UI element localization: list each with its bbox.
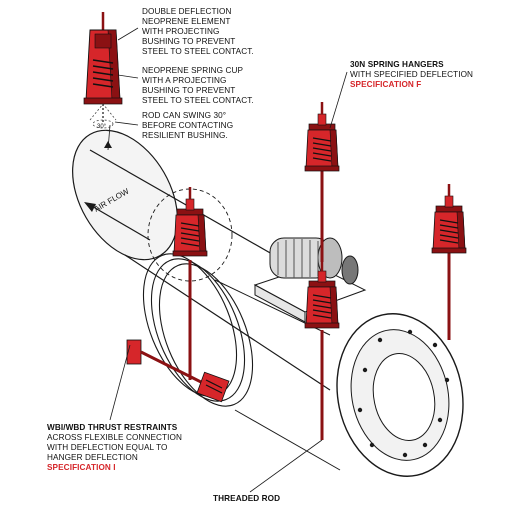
callout-spring-hangers: 30N SPRING HANGERS WITH SPECIFIED DEFLEC…: [350, 60, 474, 89]
hanger-right: [430, 182, 468, 255]
callout-threaded-rod: THREADED ROD: [213, 494, 281, 503]
spec-i-label: SPECIFICATION I: [47, 463, 116, 472]
spring-hangers-title: 30N SPRING HANGERS: [350, 60, 444, 69]
thrust-restraints-title: WBI/WBD THRUST RESTRAINTS: [47, 423, 178, 432]
thrust-restraint: [126, 339, 230, 403]
spec-f-label: SPECIFICATION F: [350, 80, 422, 89]
angle-label: 30°: [97, 124, 107, 130]
hanger-top: [303, 100, 341, 173]
callout-spring-cup: NEOPRENE SPRING CUP WITH A PROJECTING BU…: [142, 66, 254, 105]
spring-hanger-detail: [83, 12, 123, 129]
threaded-rods: [188, 170, 451, 440]
callout-double-deflection: DOUBLE DEFLECTION NEOPRENE ELEMENT WITH …: [142, 7, 254, 56]
callout-thrust-restraints: WBI/WBD THRUST RESTRAINTS ACROSS FLEXIBL…: [47, 423, 182, 472]
callout-rod-swing: ROD CAN SWING 30° BEFORE CONTACTING RESI…: [142, 111, 234, 140]
leader-lines: [104, 27, 348, 493]
